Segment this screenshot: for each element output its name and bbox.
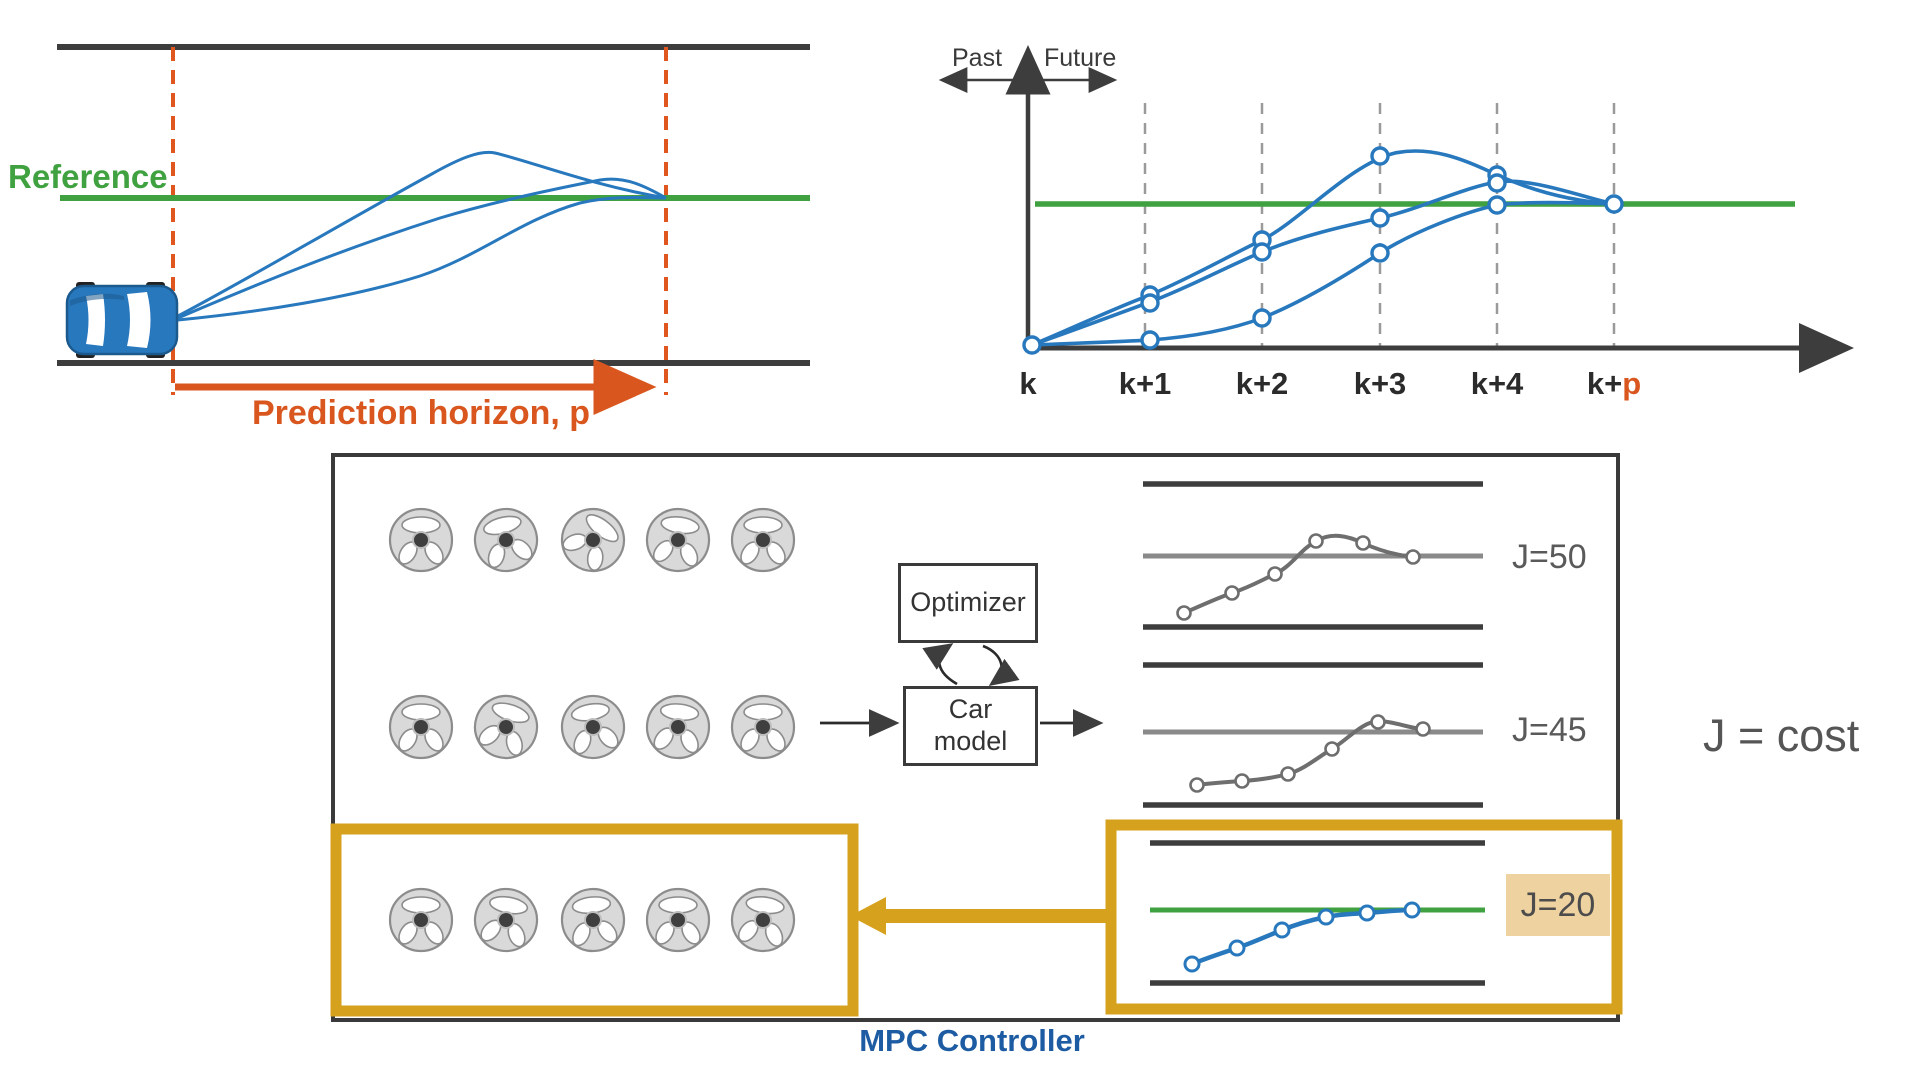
reference-label: Reference: [8, 158, 168, 195]
car-model-label-line2: model: [933, 726, 1008, 756]
tick-kp-p: p: [1622, 366, 1642, 401]
optimizer-label: Optimizer: [910, 587, 1026, 618]
cost-label-j45: J=45: [1512, 711, 1587, 749]
tick-kp-prefix: k+: [1586, 366, 1623, 401]
tick-k4: k+4: [1470, 366, 1524, 401]
future-label: Future: [1044, 44, 1117, 72]
predicted-sequences: [1031, 149, 1615, 347]
trajectory-overshoot-small: [177, 177, 667, 320]
tick-k1: k+1: [1118, 366, 1172, 401]
tick-k3: k+3: [1353, 366, 1407, 401]
cost-label-j50: J=50: [1512, 538, 1587, 576]
mpc-controller-label: MPC Controller: [859, 1023, 1085, 1058]
optimizer-box: Optimizer: [898, 563, 1038, 643]
cost-legend: J = cost: [1703, 710, 1860, 761]
past-label: Past: [952, 44, 1003, 72]
sequence-overshoot-small: [1031, 179, 1615, 347]
sequence-markers: [1022, 146, 1624, 355]
car-icon: [65, 282, 179, 358]
sequence-overshoot-large: [1031, 149, 1615, 347]
candidate-plot-j50: [1143, 481, 1483, 630]
car-model-label-line1: Car: [948, 694, 993, 725]
selection-arrow: [850, 897, 1111, 935]
cost-badge-j20: J=20: [1506, 874, 1610, 936]
sequence-slow: [1031, 200, 1615, 347]
candidate-plot-j45: [1143, 662, 1483, 808]
prediction-horizon-label: Prediction horizon, p: [251, 394, 591, 432]
tick-k: k: [1019, 366, 1037, 401]
tick-k2: k+2: [1235, 366, 1289, 401]
car-model-box: Car model: [903, 686, 1038, 766]
trajectory-overshoot-large: [177, 150, 667, 318]
discrete-plot-panel: [938, 45, 1854, 373]
road-panel: [57, 44, 810, 415]
trajectory-curves: [177, 150, 667, 322]
trajectory-slow: [177, 195, 667, 322]
candidate-plot-j20: [1150, 840, 1485, 986]
optimizer-loop-arrows: [922, 643, 1020, 687]
tick-kp: k+p: [1569, 366, 1659, 402]
